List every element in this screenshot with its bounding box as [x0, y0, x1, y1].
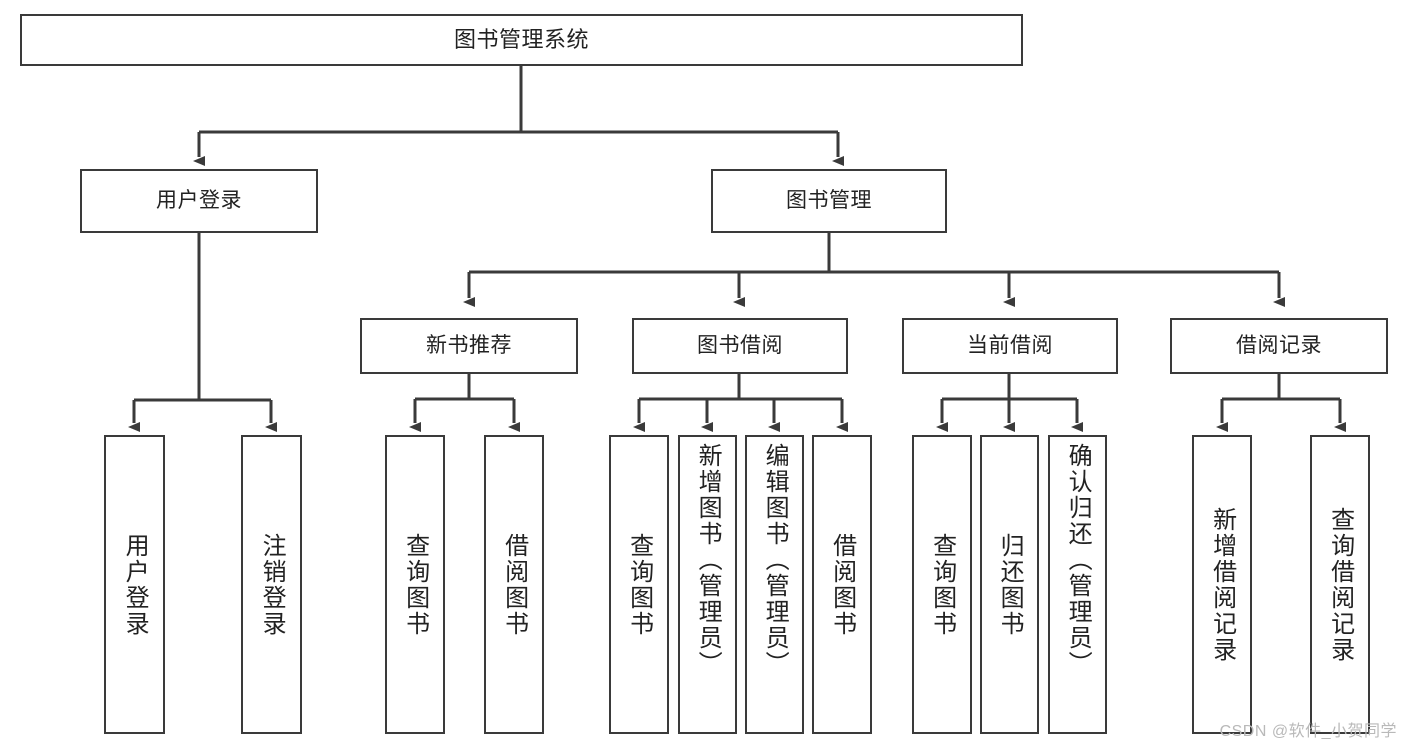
node-label: 新书推荐 — [426, 334, 512, 358]
node-label: 确认归还（管理员） — [1064, 443, 1092, 677]
leaf-add-borrow-record[interactable]: 新增借阅记录 — [1192, 435, 1252, 734]
leaf-borrow-book-borrow[interactable]: 借阅图书 — [812, 435, 872, 734]
node-label: 用户登录 — [121, 532, 149, 637]
node-label: 图书管理系统 — [453, 26, 589, 52]
leaf-logout-login[interactable]: 注销登录 — [241, 435, 302, 734]
watermark-text: CSDN @软件_小贺同学 — [1219, 723, 1397, 740]
leaf-return-book[interactable]: 归还图书 — [980, 435, 1039, 734]
node-borrow-record[interactable]: 借阅记录 — [1170, 318, 1388, 374]
node-label: 编辑图书（管理员） — [761, 443, 789, 677]
leaf-borrow-book-recommend[interactable]: 借阅图书 — [484, 435, 544, 734]
leaf-add-book-admin[interactable]: 新增图书（管理员） — [678, 435, 737, 734]
node-current-borrow[interactable]: 当前借阅 — [902, 318, 1118, 374]
node-label: 新增借阅记录 — [1208, 506, 1236, 663]
node-new-book-recommend[interactable]: 新书推荐 — [360, 318, 578, 374]
node-label: 图书管理 — [786, 189, 872, 213]
node-label: 图书借阅 — [697, 334, 783, 358]
node-label: 借阅记录 — [1236, 334, 1322, 358]
node-user-login[interactable]: 用户登录 — [80, 169, 318, 233]
leaf-confirm-return-admin[interactable]: 确认归还（管理员） — [1048, 435, 1107, 734]
leaf-user-login[interactable]: 用户登录 — [104, 435, 165, 734]
node-label: 当前借阅 — [967, 334, 1053, 358]
node-label: 查询借阅记录 — [1326, 506, 1354, 663]
leaf-query-book-borrow[interactable]: 查询图书 — [609, 435, 669, 734]
leaf-query-borrow-record[interactable]: 查询借阅记录 — [1310, 435, 1370, 734]
node-book-borrow[interactable]: 图书借阅 — [632, 318, 848, 374]
node-label: 查询图书 — [401, 532, 429, 637]
node-label: 归还图书 — [996, 532, 1024, 637]
node-book-management[interactable]: 图书管理 — [711, 169, 947, 233]
node-label: 新增图书（管理员） — [694, 443, 722, 677]
node-root-system[interactable]: 图书管理系统 — [20, 14, 1023, 66]
leaf-query-book-recommend[interactable]: 查询图书 — [385, 435, 445, 734]
leaf-edit-book-admin[interactable]: 编辑图书（管理员） — [745, 435, 804, 734]
leaf-query-book-current[interactable]: 查询图书 — [912, 435, 972, 734]
node-label: 查询图书 — [625, 532, 653, 637]
node-label: 用户登录 — [156, 189, 242, 213]
node-label: 注销登录 — [258, 532, 286, 637]
node-label: 查询图书 — [928, 532, 956, 637]
node-label: 借阅图书 — [500, 532, 528, 637]
node-label: 借阅图书 — [828, 532, 856, 637]
